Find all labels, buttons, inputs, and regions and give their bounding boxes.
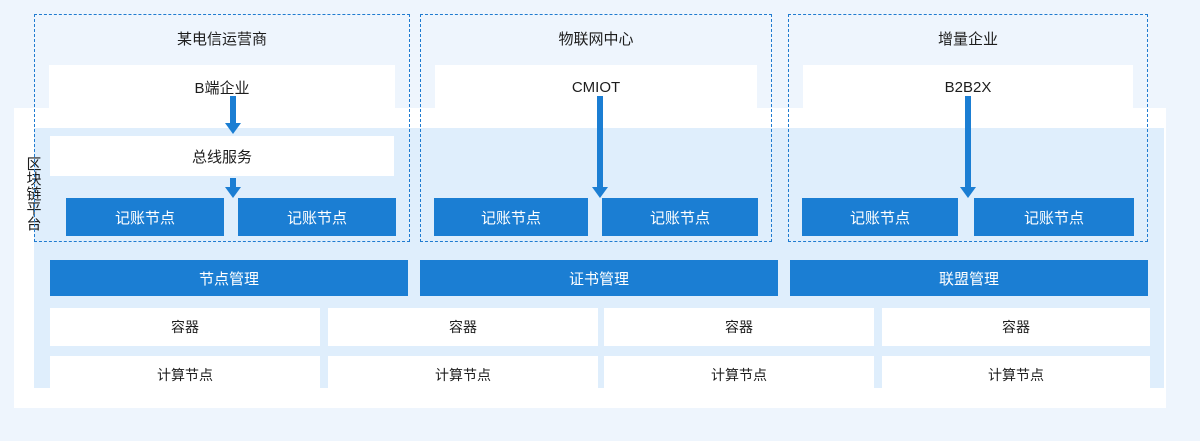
party-title: 某电信运营商 <box>176 30 267 48</box>
ledger-node-box: 记账节点 <box>602 198 758 236</box>
ledger-node-box: 记账节点 <box>66 198 224 236</box>
arrow-down-icon <box>222 178 244 198</box>
platform-label: 区块链平台 <box>24 155 42 231</box>
ledger-node-box: 记账节点 <box>434 198 588 236</box>
compute-node-box: 计算节点 <box>882 356 1150 394</box>
compute-node-box: 计算节点 <box>328 356 598 394</box>
management-bar-node: 节点管理 <box>50 260 408 296</box>
container-box: 容器 <box>604 308 874 346</box>
container-box: 容器 <box>882 308 1150 346</box>
party-column-telecom: 某电信运营商 B端企业 <box>34 14 410 242</box>
arrow-down-icon <box>957 96 979 198</box>
compute-node-box: 计算节点 <box>604 356 874 394</box>
party-column-cmiot: 物联网中心 CMIOT <box>420 14 772 242</box>
party-column-incremental: 增量企业 B2B2X <box>788 14 1148 242</box>
ledger-node-box: 记账节点 <box>802 198 958 236</box>
party-system-box: B端企业 <box>49 65 395 109</box>
arrow-down-icon <box>589 96 611 198</box>
management-bar-certificate: 证书管理 <box>420 260 778 296</box>
container-box: 容器 <box>328 308 598 346</box>
bus-service-box: 总线服务 <box>50 136 394 176</box>
party-title: 增量企业 <box>937 30 998 48</box>
party-title: 物联网中心 <box>558 30 634 48</box>
party-system-box: CMIOT <box>435 65 757 109</box>
container-box: 容器 <box>50 308 320 346</box>
compute-node-box: 计算节点 <box>50 356 320 394</box>
ledger-node-box: 记账节点 <box>974 198 1134 236</box>
management-bar-alliance: 联盟管理 <box>790 260 1148 296</box>
arrow-down-icon <box>222 96 244 134</box>
party-system-box: B2B2X <box>803 65 1133 109</box>
ledger-node-box: 记账节点 <box>238 198 396 236</box>
